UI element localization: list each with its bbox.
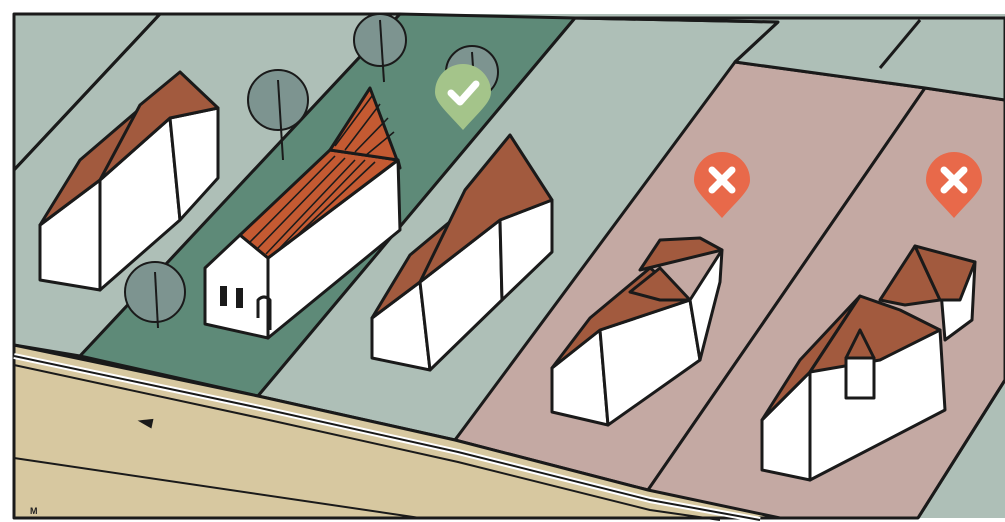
artist-signature: M bbox=[30, 506, 38, 516]
